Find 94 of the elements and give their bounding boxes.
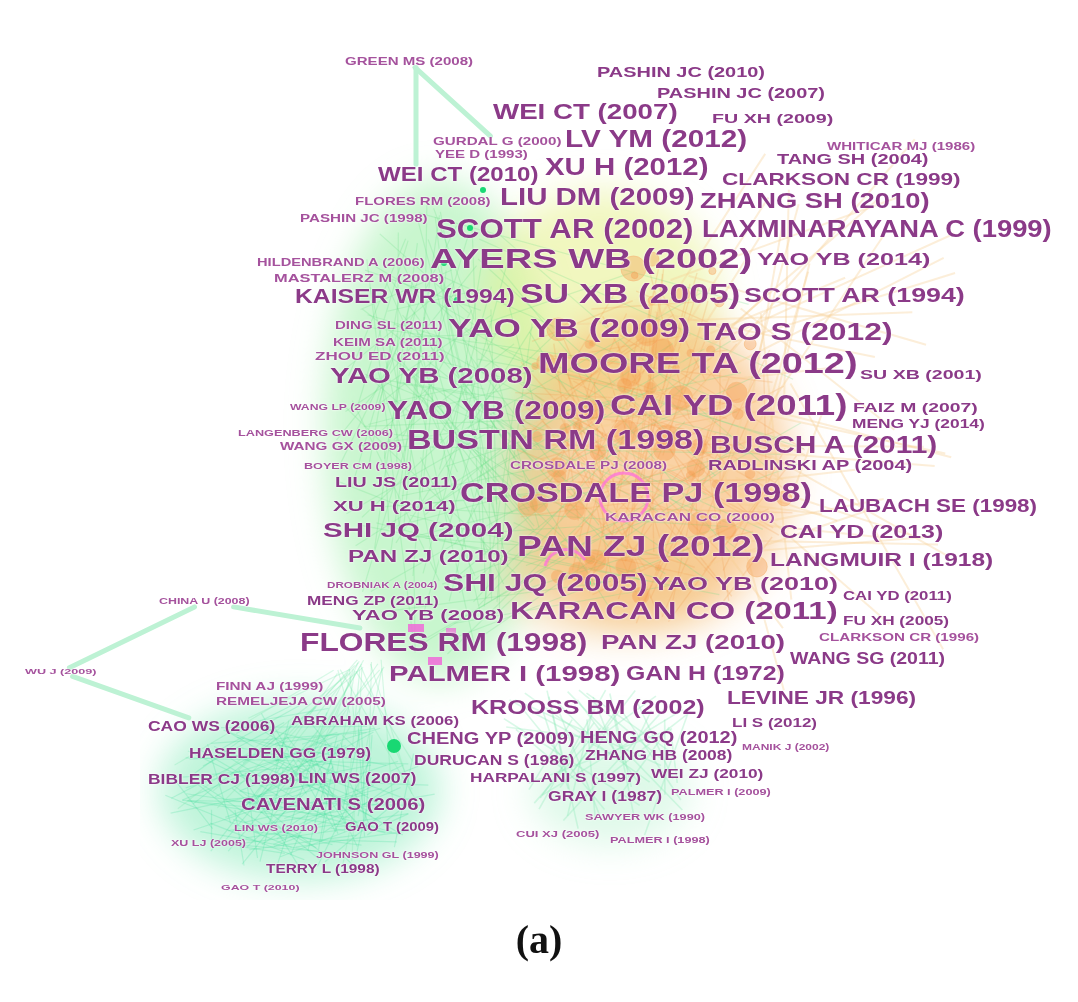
reference-label: DURUCAN S (1986) bbox=[414, 753, 575, 769]
reference-label: KARACAN CO (2011) bbox=[510, 598, 838, 624]
reference-label: YAO YB (2009) bbox=[448, 313, 691, 343]
reference-label: PALMER I (1998) bbox=[389, 662, 621, 686]
reference-label: GRAY I (1987) bbox=[548, 789, 663, 805]
reference-label: YAO YB (2010) bbox=[652, 573, 838, 595]
reference-label: ZHANG SH (2010) bbox=[700, 189, 930, 213]
reference-label: BOYER CM (1998) bbox=[304, 462, 413, 472]
reference-label: PASHIN JC (2007) bbox=[657, 86, 825, 102]
reference-label: SHI JQ (2004) bbox=[323, 518, 514, 542]
reference-label: YAO YB (2014) bbox=[757, 250, 931, 270]
reference-label: PAN ZJ (2012) bbox=[517, 529, 765, 563]
reference-label: ZHOU ED (2011) bbox=[315, 351, 445, 363]
reference-label: CROSDALE PJ (1998) bbox=[460, 477, 812, 509]
reference-label: BIBLER CJ (1998) bbox=[148, 772, 296, 788]
reference-label: SAWYER WK (1990) bbox=[585, 813, 706, 823]
reference-label: WANG GX (2009) bbox=[280, 441, 403, 453]
reference-label: SU XB (2005) bbox=[520, 278, 741, 310]
reference-label: SU XB (2001) bbox=[860, 367, 982, 382]
reference-label: PALMER I (1998) bbox=[610, 836, 710, 846]
reference-label: REMELJEJA CW (2005) bbox=[216, 696, 386, 708]
reference-label: YAO YB (2008) bbox=[352, 608, 505, 624]
reference-label: LIU DM (2009) bbox=[500, 184, 695, 210]
reference-label: SCOTT AR (1994) bbox=[744, 285, 965, 307]
reference-label: LANGENBERG CW (2006) bbox=[238, 429, 393, 439]
reference-label: ZHANG HB (2008) bbox=[585, 748, 733, 764]
reference-label: DROBNIAK A (2004) bbox=[327, 581, 438, 591]
reference-label: PALMER I (2009) bbox=[671, 788, 771, 798]
reference-label: TERRY L (1998) bbox=[266, 862, 380, 876]
reference-label: HARPALANI S (1997) bbox=[470, 770, 642, 785]
reference-label: KEIM SA (2011) bbox=[333, 337, 443, 349]
reference-label: DING SL (2011) bbox=[335, 320, 443, 332]
reference-label: GAO T (2010) bbox=[221, 883, 300, 893]
reference-label: YAO YB (2009) bbox=[387, 395, 606, 425]
reference-label: HASELDEN GG (1979) bbox=[189, 746, 372, 762]
reference-label: TAO S (2012) bbox=[697, 319, 893, 345]
reference-label: WEI CT (2007) bbox=[493, 100, 678, 124]
reference-label: MOORE TA (2012) bbox=[538, 346, 858, 380]
reference-label: LV YM (2012) bbox=[565, 126, 748, 152]
reference-label: FU XH (2009) bbox=[712, 111, 834, 126]
reference-label: CLARKSON CR (1996) bbox=[819, 632, 980, 644]
reference-label: CAI YD (2011) bbox=[843, 589, 952, 603]
reference-label: HILDENBRAND A (2006) bbox=[257, 257, 425, 269]
reference-label: XU H (2014) bbox=[333, 497, 456, 515]
reference-label: LIU JS (2011) bbox=[335, 473, 458, 491]
reference-label: WEI ZJ (2010) bbox=[651, 766, 764, 781]
reference-label: MASTALERZ M (2008) bbox=[274, 273, 445, 285]
reference-label: GAN H (1972) bbox=[626, 663, 785, 685]
reference-label: AYERS WB (2002) bbox=[430, 243, 753, 274]
reference-label: MENG YJ (2014) bbox=[852, 417, 985, 431]
reference-label: PAN ZJ (2010) bbox=[348, 548, 509, 566]
reference-label: LAUBACH SE (1998) bbox=[819, 497, 1038, 517]
reference-label: MENG ZP (2011) bbox=[307, 594, 439, 608]
reference-label: BUSCH A (2011) bbox=[710, 432, 938, 458]
reference-label: WANG SG (2011) bbox=[790, 649, 946, 669]
reference-label: YEE D (1993) bbox=[435, 149, 528, 161]
reference-label: LIN WS (2007) bbox=[298, 771, 417, 787]
reference-label: FLORES RM (2008) bbox=[355, 196, 491, 208]
reference-label: LAXMINARAYANA C (1999) bbox=[702, 216, 1052, 242]
reference-label: PAN ZJ (2010) bbox=[601, 632, 785, 654]
reference-label: CUI XJ (2005) bbox=[516, 830, 600, 840]
reference-label: YAO YB (2008) bbox=[330, 364, 533, 388]
reference-label: HENG GQ (2012) bbox=[580, 729, 738, 747]
reference-label: KAISER WR (1994) bbox=[295, 286, 515, 308]
reference-label: XU LJ (2005) bbox=[171, 839, 247, 849]
reference-label: PASHIN JC (1998) bbox=[300, 213, 428, 225]
reference-label: SCOTT AR (2002) bbox=[436, 215, 694, 245]
reference-label: LIN WS (2010) bbox=[234, 824, 318, 834]
reference-label: PASHIN JC (2010) bbox=[597, 65, 765, 81]
reference-label: FINN AJ (1999) bbox=[216, 681, 324, 693]
reference-label: TANG SH (2004) bbox=[777, 152, 929, 168]
reference-label: LI S (2012) bbox=[732, 715, 818, 730]
reference-label: JOHNSON GL (1999) bbox=[316, 851, 439, 861]
reference-label: CLARKSON CR (1999) bbox=[722, 170, 961, 190]
reference-label: XU H (2012) bbox=[545, 154, 709, 180]
reference-label: LEVINE JR (1996) bbox=[727, 689, 917, 709]
reference-label: CHENG YP (2009) bbox=[407, 730, 575, 748]
reference-label: CAVENATI S (2006) bbox=[241, 795, 426, 815]
reference-label: GAO T (2009) bbox=[345, 820, 440, 834]
reference-label: CAI YD (2013) bbox=[780, 521, 944, 543]
reference-label: KROOSS BM (2002) bbox=[471, 697, 705, 719]
reference-label: WANG LP (2009) bbox=[290, 403, 386, 413]
reference-label: WHITICAR MJ (1986) bbox=[827, 141, 976, 153]
reference-label: CAI YD (2011) bbox=[610, 388, 848, 422]
reference-label: RADLINSKI AP (2004) bbox=[708, 458, 913, 474]
reference-label: CROSDALE PJ (2008) bbox=[510, 460, 668, 472]
reference-label: SHI JQ (2005) bbox=[443, 570, 648, 596]
reference-label: LANGMUIR I (1918) bbox=[770, 549, 994, 571]
reference-label: FAIZ M (2007) bbox=[853, 400, 978, 415]
reference-label: MANIK J (2002) bbox=[742, 743, 830, 753]
reference-label: ABRAHAM KS (2006) bbox=[291, 713, 460, 728]
panel-label: (a) bbox=[515, 918, 563, 962]
reference-label: BUSTIN RM (1998) bbox=[407, 426, 705, 456]
reference-label: FU XH (2005) bbox=[843, 614, 950, 628]
